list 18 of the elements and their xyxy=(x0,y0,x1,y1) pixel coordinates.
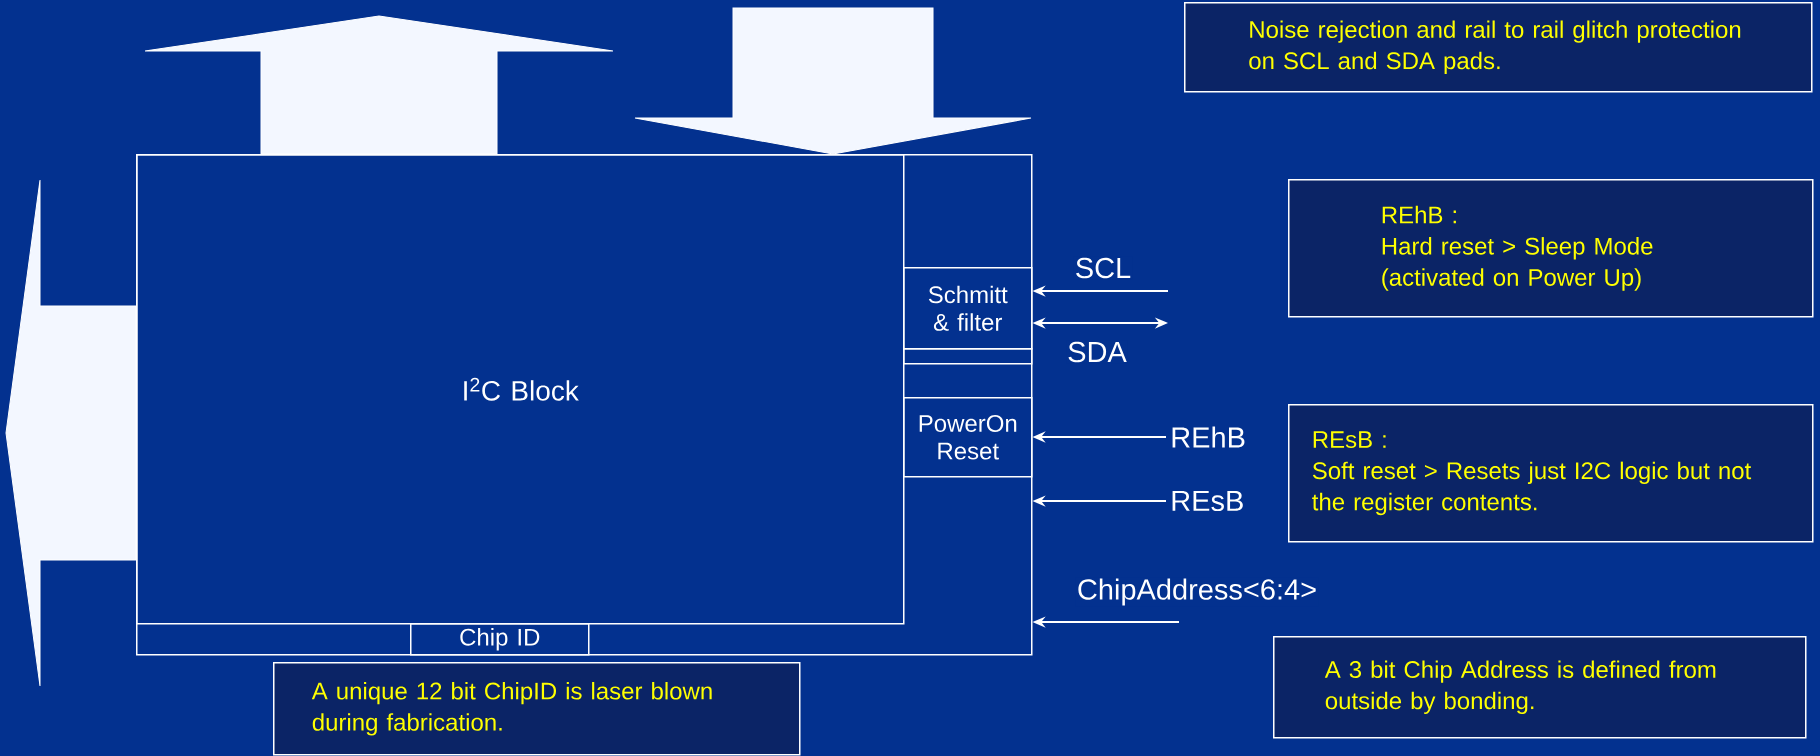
signal-label: REsB xyxy=(1172,490,1243,512)
note-box: Noise rejection and rail to rail glitch protection on SCL and SDA pads. xyxy=(1184,2,1813,93)
edge-label: SDA xyxy=(1066,340,1128,364)
signal-label: REhB xyxy=(1172,426,1245,448)
block-outline xyxy=(136,154,1033,656)
note-box: A 3 bit Chip Address is defined from outside by bonding. xyxy=(1273,636,1807,739)
block-box: I$^{2}$C Block xyxy=(136,154,905,625)
block-arrow xyxy=(634,7,1032,155)
edge-label: ChipAddress<6:4> xyxy=(1075,577,1319,607)
slot-box xyxy=(903,348,1033,365)
note-box: REsB : Soft reset > Resets just I2C logic but not the register contents. xyxy=(1288,404,1814,543)
block-arrow xyxy=(5,179,137,687)
reset-box: PowerOn Reset xyxy=(903,397,1033,478)
note-box: A unique 12 bit ChipID is laser blown during fabrication. xyxy=(273,662,801,756)
block-arrow xyxy=(144,15,614,155)
filter-box: Schmitt & filter xyxy=(903,267,1033,350)
chip-id-box: Chip ID xyxy=(410,623,590,656)
note-box: REhB : Hard reset > Sleep Mode (activated on Power Up) xyxy=(1288,179,1814,318)
